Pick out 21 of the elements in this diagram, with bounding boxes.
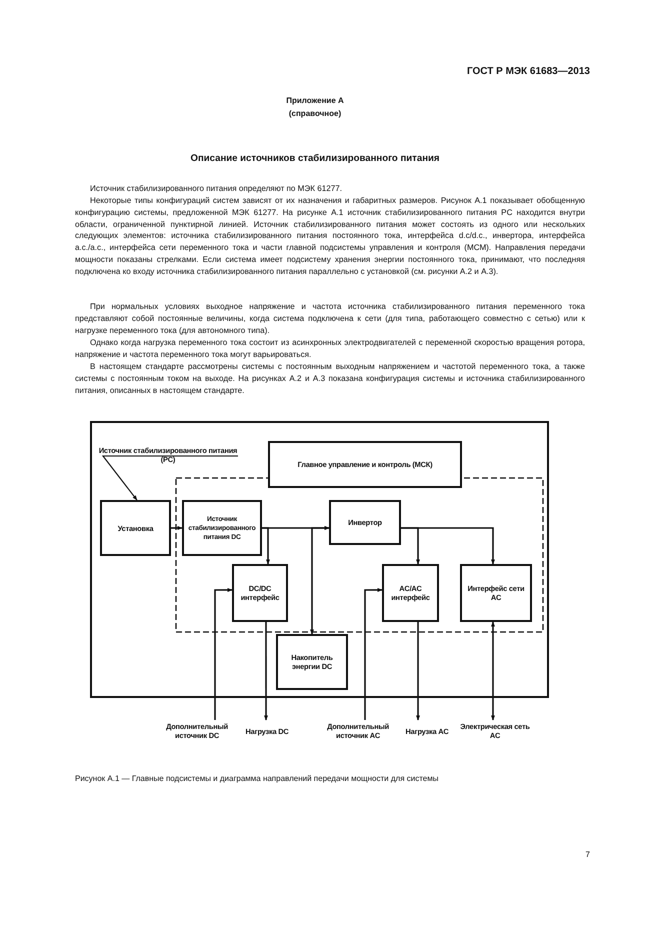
section-title: Описание источников стабилизированного питания — [190, 153, 440, 164]
annex-heading: Приложение А — [285, 96, 345, 105]
page-number: 7 — [584, 850, 590, 859]
arrow — [364, 588, 382, 720]
arrow — [310, 526, 330, 634]
paragraph: Источник стабилизированного питания определяют по МЭК 61277. — [89, 183, 343, 195]
annex-heading: (справочное) — [288, 109, 342, 118]
paragraph: Однако когда нагрузка переменного тока состоит из асинхронных электродвигателей с переменной скоростью вращения ротора, напряжение и частота переменного тока могут варьироваться. — [75, 337, 585, 361]
document-code: ГОСТ Р МЭК 61683—2013 — [466, 66, 590, 77]
paragraph: При нормальных условиях выходное напряжение и частота источника стабилизированного питания переменного тока представляют собой постоянные величины, когда система подключена к сети (для типа, работающего совместно с сетью) или к нагрузке переменного тока (для автономного типа). — [75, 301, 585, 336]
arrow — [262, 527, 270, 564]
paragraph: Некоторые типы конфигураций систем зависят от их назначения и габаритных размеров. Рисунок А.1 показывает обобщенную конфигурацию системы, предложенной МЭК 61277. На рисунке А.1 источник стабилизированного питания PC находится внутри области, ограниченной пунктирной линией. Источник стабилизированного питания может состоять из одного или нескольких следующих элементов: источника стабилизированного питания постоянного тока, интерфейса d.c/d.c., инвертора, интерфейса a.c./a.c., интерфейса сети переменного тока и части главной подсистемы управления и контроля (МСМ). Направления передачи мощности показаны стрелками. Если система имеет подсистему хранения энергии постоянного тока, принимают, что последняя подключена ко входу источника стабилизированного питания параллельно с установкой (см. рисунки А.2 и А.3). — [75, 195, 585, 278]
arrow — [214, 588, 232, 720]
arrow — [171, 526, 182, 530]
paragraph: В настоящем стандарте рассмотрены системы с постоянным выходным напряжением и частотой переменного тока, а также системы с постоянным током на выходе. На рисунках А.2 и А.3 показана конфигурация системы и источника стабилизированного питания, описанных в настоящем стандарте. — [75, 361, 585, 396]
arrow — [490, 622, 495, 720]
arrow — [416, 622, 420, 720]
arrow — [401, 527, 495, 564]
leader-line — [102, 455, 238, 500]
arrow — [264, 622, 268, 720]
figure-caption: Рисунок А.1 — Главные подсистемы и диаграмма направлений передачи мощности для системы — [75, 774, 440, 783]
